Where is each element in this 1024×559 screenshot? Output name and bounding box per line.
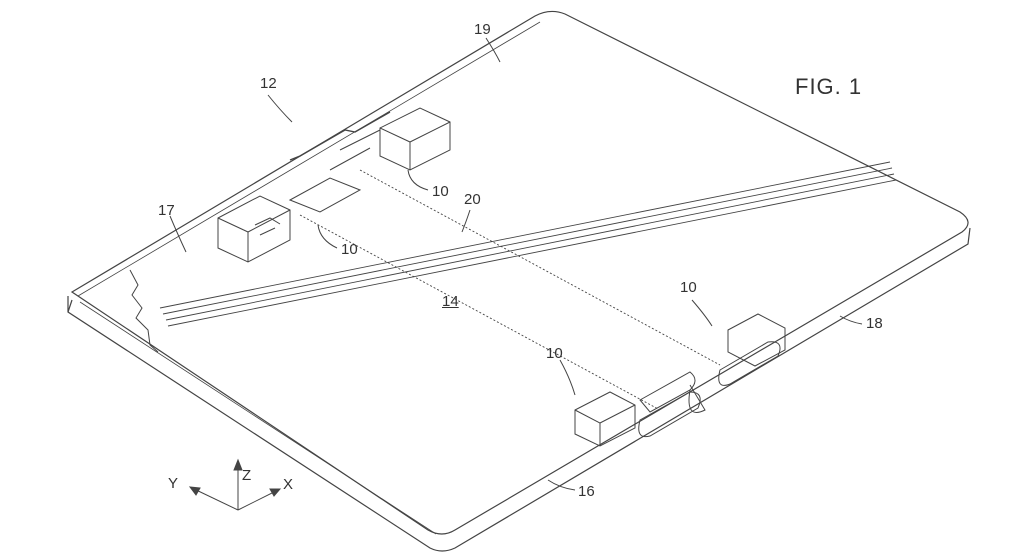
label-16: 16 [578,483,595,500]
hinge-rear [217,107,451,263]
label-12: 12 [260,75,277,92]
label-10-b: 10 [341,241,358,258]
axis-y-label: Y [168,475,179,492]
label-20: 20 [464,191,481,208]
label-10-a: 10 [432,183,449,200]
hinge-front [574,313,786,447]
axis-z-label: Z [242,467,252,484]
label-14: 14 [442,293,459,310]
leader-lines [169,37,863,491]
label-18: 18 [866,315,883,332]
cutaway-edge [129,269,159,353]
device-outline [67,10,971,552]
axes-triad [188,458,282,511]
label-10-c: 10 [680,279,697,296]
label-10-d: 10 [546,345,563,362]
display-stripes [159,161,897,327]
figure-title: FIG. 1 [795,74,863,99]
label-19: 19 [474,21,491,38]
top-hinge-seam [289,111,391,161]
axis-x-label: X [283,476,294,493]
fold-lines [299,169,721,411]
label-17: 17 [158,202,175,219]
